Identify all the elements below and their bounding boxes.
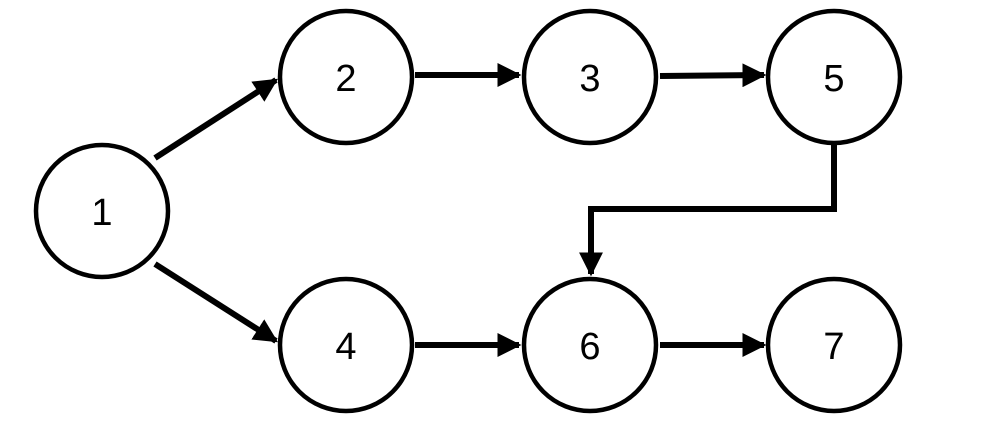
edge-1-to-2 xyxy=(153,77,279,161)
nodes: 1 2 3 4 5 6 7 xyxy=(33,8,903,414)
node-1-label: 1 xyxy=(91,192,112,234)
node-5-label: 5 xyxy=(823,58,844,100)
edges xyxy=(153,63,837,357)
node-2-label: 2 xyxy=(335,58,356,100)
node-7-label: 7 xyxy=(823,326,844,368)
node-4-label: 4 xyxy=(335,326,356,368)
node-3: 3 xyxy=(521,8,659,146)
node-6-label: 6 xyxy=(579,326,600,368)
edge-3-to-5 xyxy=(659,63,767,88)
node-1: 1 xyxy=(33,142,171,280)
node-5: 5 xyxy=(765,8,903,146)
node-6: 6 xyxy=(521,276,659,414)
node-3-label: 3 xyxy=(579,58,600,100)
node-7: 7 xyxy=(765,276,903,414)
edge-5-to-6 xyxy=(579,144,837,277)
node-4: 4 xyxy=(277,276,415,414)
edge-1-to-4 xyxy=(153,261,279,344)
node-2: 2 xyxy=(277,8,415,146)
